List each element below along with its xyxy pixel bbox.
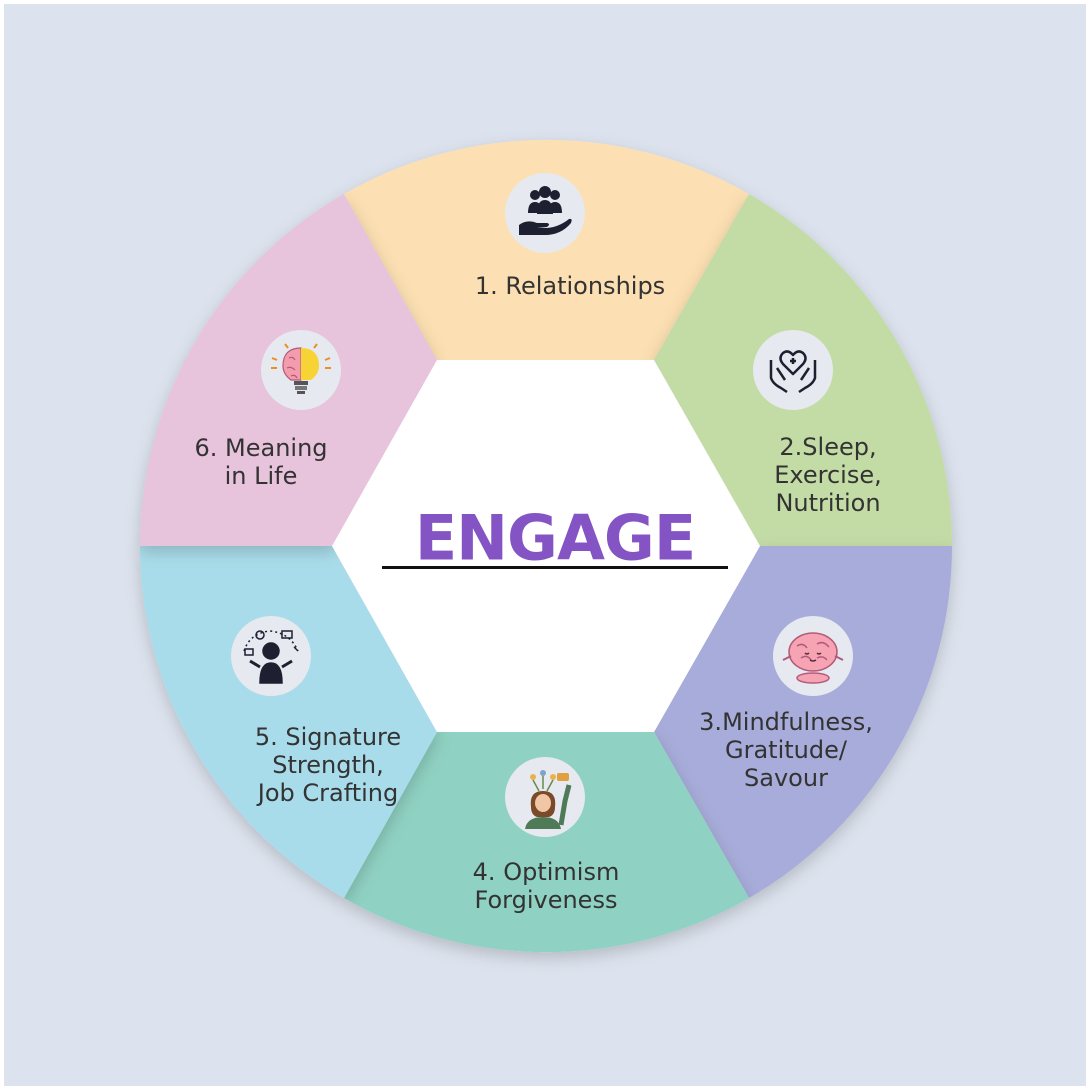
segment-optimism — [344, 732, 749, 953]
label-sleep-exercise-nutrition: 2.Sleep, Exercise, Nutrition — [774, 433, 882, 517]
segment-mindfulness — [654, 546, 953, 898]
center-title: ENGAGE — [414, 501, 696, 575]
helping-hand-people-icon — [505, 173, 585, 253]
label-relationships: 1. Relationships — [474, 272, 666, 300]
meditating-brain-icon — [773, 616, 853, 696]
title-underline — [382, 566, 728, 569]
label-mindfulness: 3.Mindfulness, Gratitude/ Savour — [699, 708, 873, 792]
brain-lightbulb-icon — [261, 330, 341, 410]
segment-signature-strength — [140, 546, 437, 898]
center-hexagon — [332, 360, 760, 732]
label-optimism: 4. Optimism Forgiveness — [472, 858, 620, 914]
label-signature-strength: 5. Signature Strength, Job Crafting — [254, 723, 402, 807]
watering-flowers-head-icon — [505, 757, 585, 837]
label-meaning-in-life: 6. Meaning in Life — [194, 434, 328, 490]
heart-in-hands-icon — [753, 330, 833, 410]
multitasking-person-icon — [231, 616, 311, 696]
